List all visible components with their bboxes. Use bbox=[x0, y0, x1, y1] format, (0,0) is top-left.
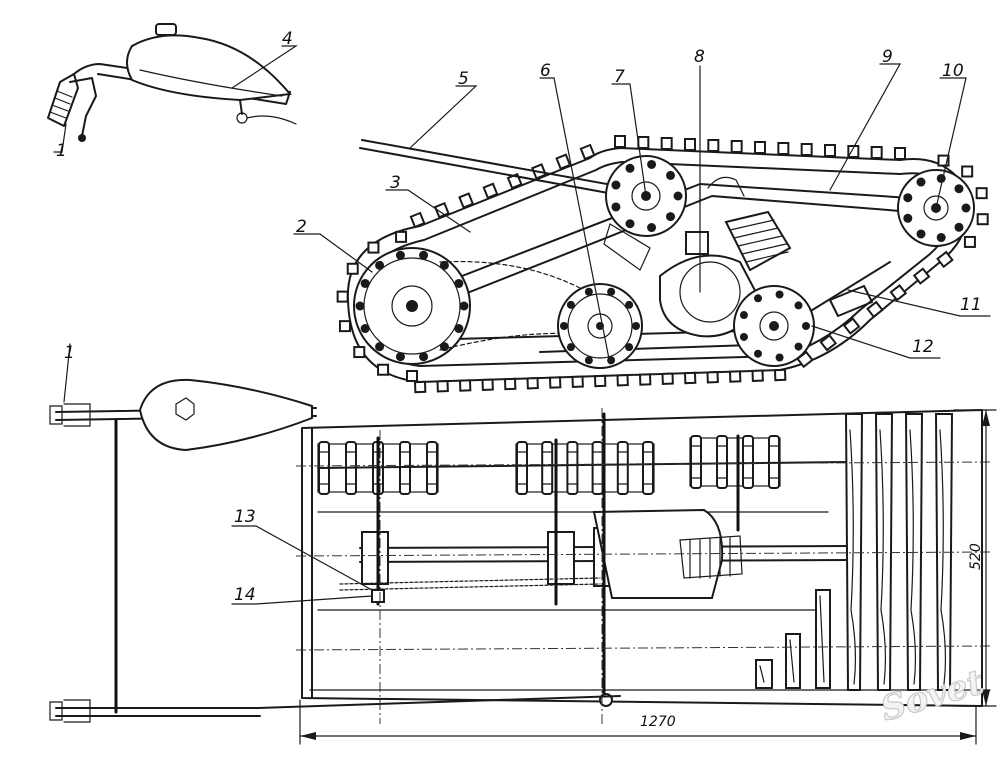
drive-sprocket bbox=[557, 283, 643, 369]
front-lower-wheel bbox=[733, 285, 815, 367]
callout-1-top: 1 bbox=[56, 141, 67, 161]
plan-view bbox=[49, 378, 991, 724]
callout-labels: 1 1 2 3 4 5 6 7 8 9 10 11 12 13 14 bbox=[56, 29, 982, 605]
callout-7: 7 bbox=[614, 67, 625, 87]
side-view bbox=[336, 135, 989, 394]
tank-plan bbox=[138, 378, 313, 452]
callout-9: 9 bbox=[882, 47, 893, 67]
watermark: Sovet bbox=[877, 662, 989, 729]
callout-2: 2 bbox=[296, 217, 307, 237]
plan-chains bbox=[317, 435, 847, 495]
callout-5: 5 bbox=[458, 69, 469, 89]
callout-6: 6 bbox=[540, 61, 551, 81]
dim-length-label: 1270 bbox=[640, 714, 676, 730]
handlebar-tank-detail bbox=[47, 23, 297, 142]
callout-leaders bbox=[53, 45, 991, 605]
rear-sprocket bbox=[353, 247, 471, 365]
callout-14: 14 bbox=[234, 585, 256, 605]
callout-10: 10 bbox=[942, 61, 964, 81]
track-lugs bbox=[336, 135, 989, 394]
callout-12: 12 bbox=[912, 337, 934, 357]
callout-1-plan: 1 bbox=[64, 343, 75, 363]
callout-11: 11 bbox=[960, 295, 982, 315]
callout-4: 4 bbox=[282, 29, 293, 49]
callout-13: 13 bbox=[234, 507, 256, 527]
dim-width-label: 520 bbox=[968, 543, 984, 570]
callout-3: 3 bbox=[390, 173, 401, 193]
dimensions: 1270 520 bbox=[299, 409, 997, 745]
callout-8: 8 bbox=[694, 47, 705, 67]
